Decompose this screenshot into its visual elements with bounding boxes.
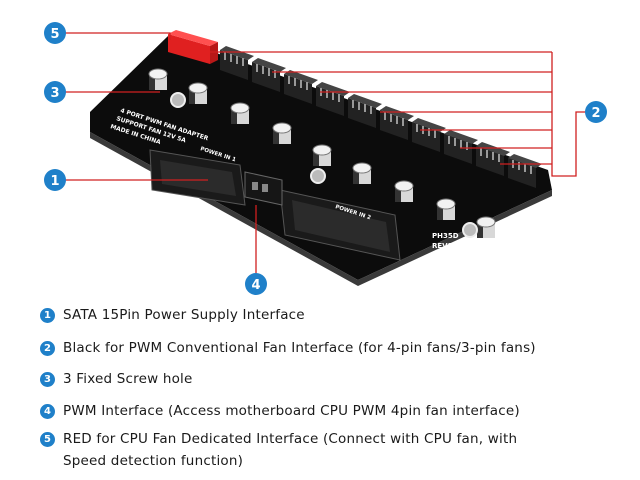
sata-connector-2 xyxy=(279,189,401,261)
capacitor-6 xyxy=(352,162,372,184)
fan-header-9 xyxy=(476,142,510,176)
pcb-edge xyxy=(90,132,552,286)
legend-item-1: 1 SATA 15Pin Power Supply Interface xyxy=(40,304,305,326)
legend-text-3: 3 Fixed Screw hole xyxy=(63,371,193,387)
capacitor-7 xyxy=(394,180,414,202)
sata-connector-1 xyxy=(149,149,246,206)
fan-hub-diagram: 4 PORT PWM FAN ADAPTER SUPPORT FAN 12V 5… xyxy=(44,22,607,295)
capacitor-4 xyxy=(272,122,292,144)
legend-badge-1: 1 xyxy=(40,308,55,323)
fan-headers xyxy=(220,46,542,188)
fan-header-5 xyxy=(348,94,382,128)
board-text-rev: REV1.1 xyxy=(432,242,460,250)
fan-header-2 xyxy=(252,58,286,92)
board-text-model: PH35D xyxy=(432,232,459,240)
legend-badge-4: 4 xyxy=(40,404,55,419)
callout-2-label: 2 xyxy=(591,106,600,121)
legend-text-5: RED for CPU Fan Dedicated Interface (Con… xyxy=(63,431,518,469)
leader-line-5 xyxy=(64,32,171,40)
leader-lines xyxy=(64,32,590,278)
callout-5: 5 xyxy=(44,22,66,44)
capacitor-8 xyxy=(436,198,456,220)
screw-hole-1 xyxy=(170,92,186,108)
board-text-date: 20K28 xyxy=(432,252,457,260)
capacitor-5 xyxy=(312,144,332,166)
screw-hole-2 xyxy=(310,168,326,184)
fan-header-3 xyxy=(284,70,318,104)
capacitor-3 xyxy=(230,102,250,124)
callout-3: 3 xyxy=(44,81,66,103)
callout-1: 1 xyxy=(44,169,66,191)
red-cpu-fan-header xyxy=(168,30,218,64)
screw-hole-3 xyxy=(462,222,478,238)
legend-badge-5: 5 xyxy=(40,432,55,447)
callout-5-label: 5 xyxy=(50,27,59,42)
capacitor-2 xyxy=(188,82,208,104)
capacitor-1 xyxy=(148,68,168,90)
callout-4: 4 xyxy=(245,273,267,295)
legend-text-1: SATA 15Pin Power Supply Interface xyxy=(63,307,305,323)
pwm-input-connector xyxy=(244,171,283,206)
legend-item-5: 5 RED for CPU Fan Dedicated Interface (C… xyxy=(40,428,560,472)
legend-text-4: PWM Interface (Access motherboard CPU PW… xyxy=(63,403,520,419)
legend-item-4: 4 PWM Interface (Access motherboard CPU … xyxy=(40,400,520,422)
callout-4-label: 4 xyxy=(251,278,260,293)
legend-text-2: Black for PWM Conventional Fan Interface… xyxy=(63,340,536,356)
fan-header-6 xyxy=(380,106,414,140)
callout-1-label: 1 xyxy=(50,174,59,189)
legend-item-3: 3 3 Fixed Screw hole xyxy=(40,368,193,390)
capacitor-9 xyxy=(476,216,496,238)
callout-3-label: 3 xyxy=(50,86,59,101)
legend-badge-3: 3 xyxy=(40,372,55,387)
legend-item-2: 2 Black for PWM Conventional Fan Interfa… xyxy=(40,337,536,359)
callout-2: 2 xyxy=(585,101,607,123)
leader-line-2-trunk xyxy=(551,52,590,177)
capacitors xyxy=(148,68,496,238)
fan-header-8 xyxy=(444,130,478,164)
legend-badge-2: 2 xyxy=(40,341,55,356)
fan-header-1 xyxy=(220,46,254,80)
